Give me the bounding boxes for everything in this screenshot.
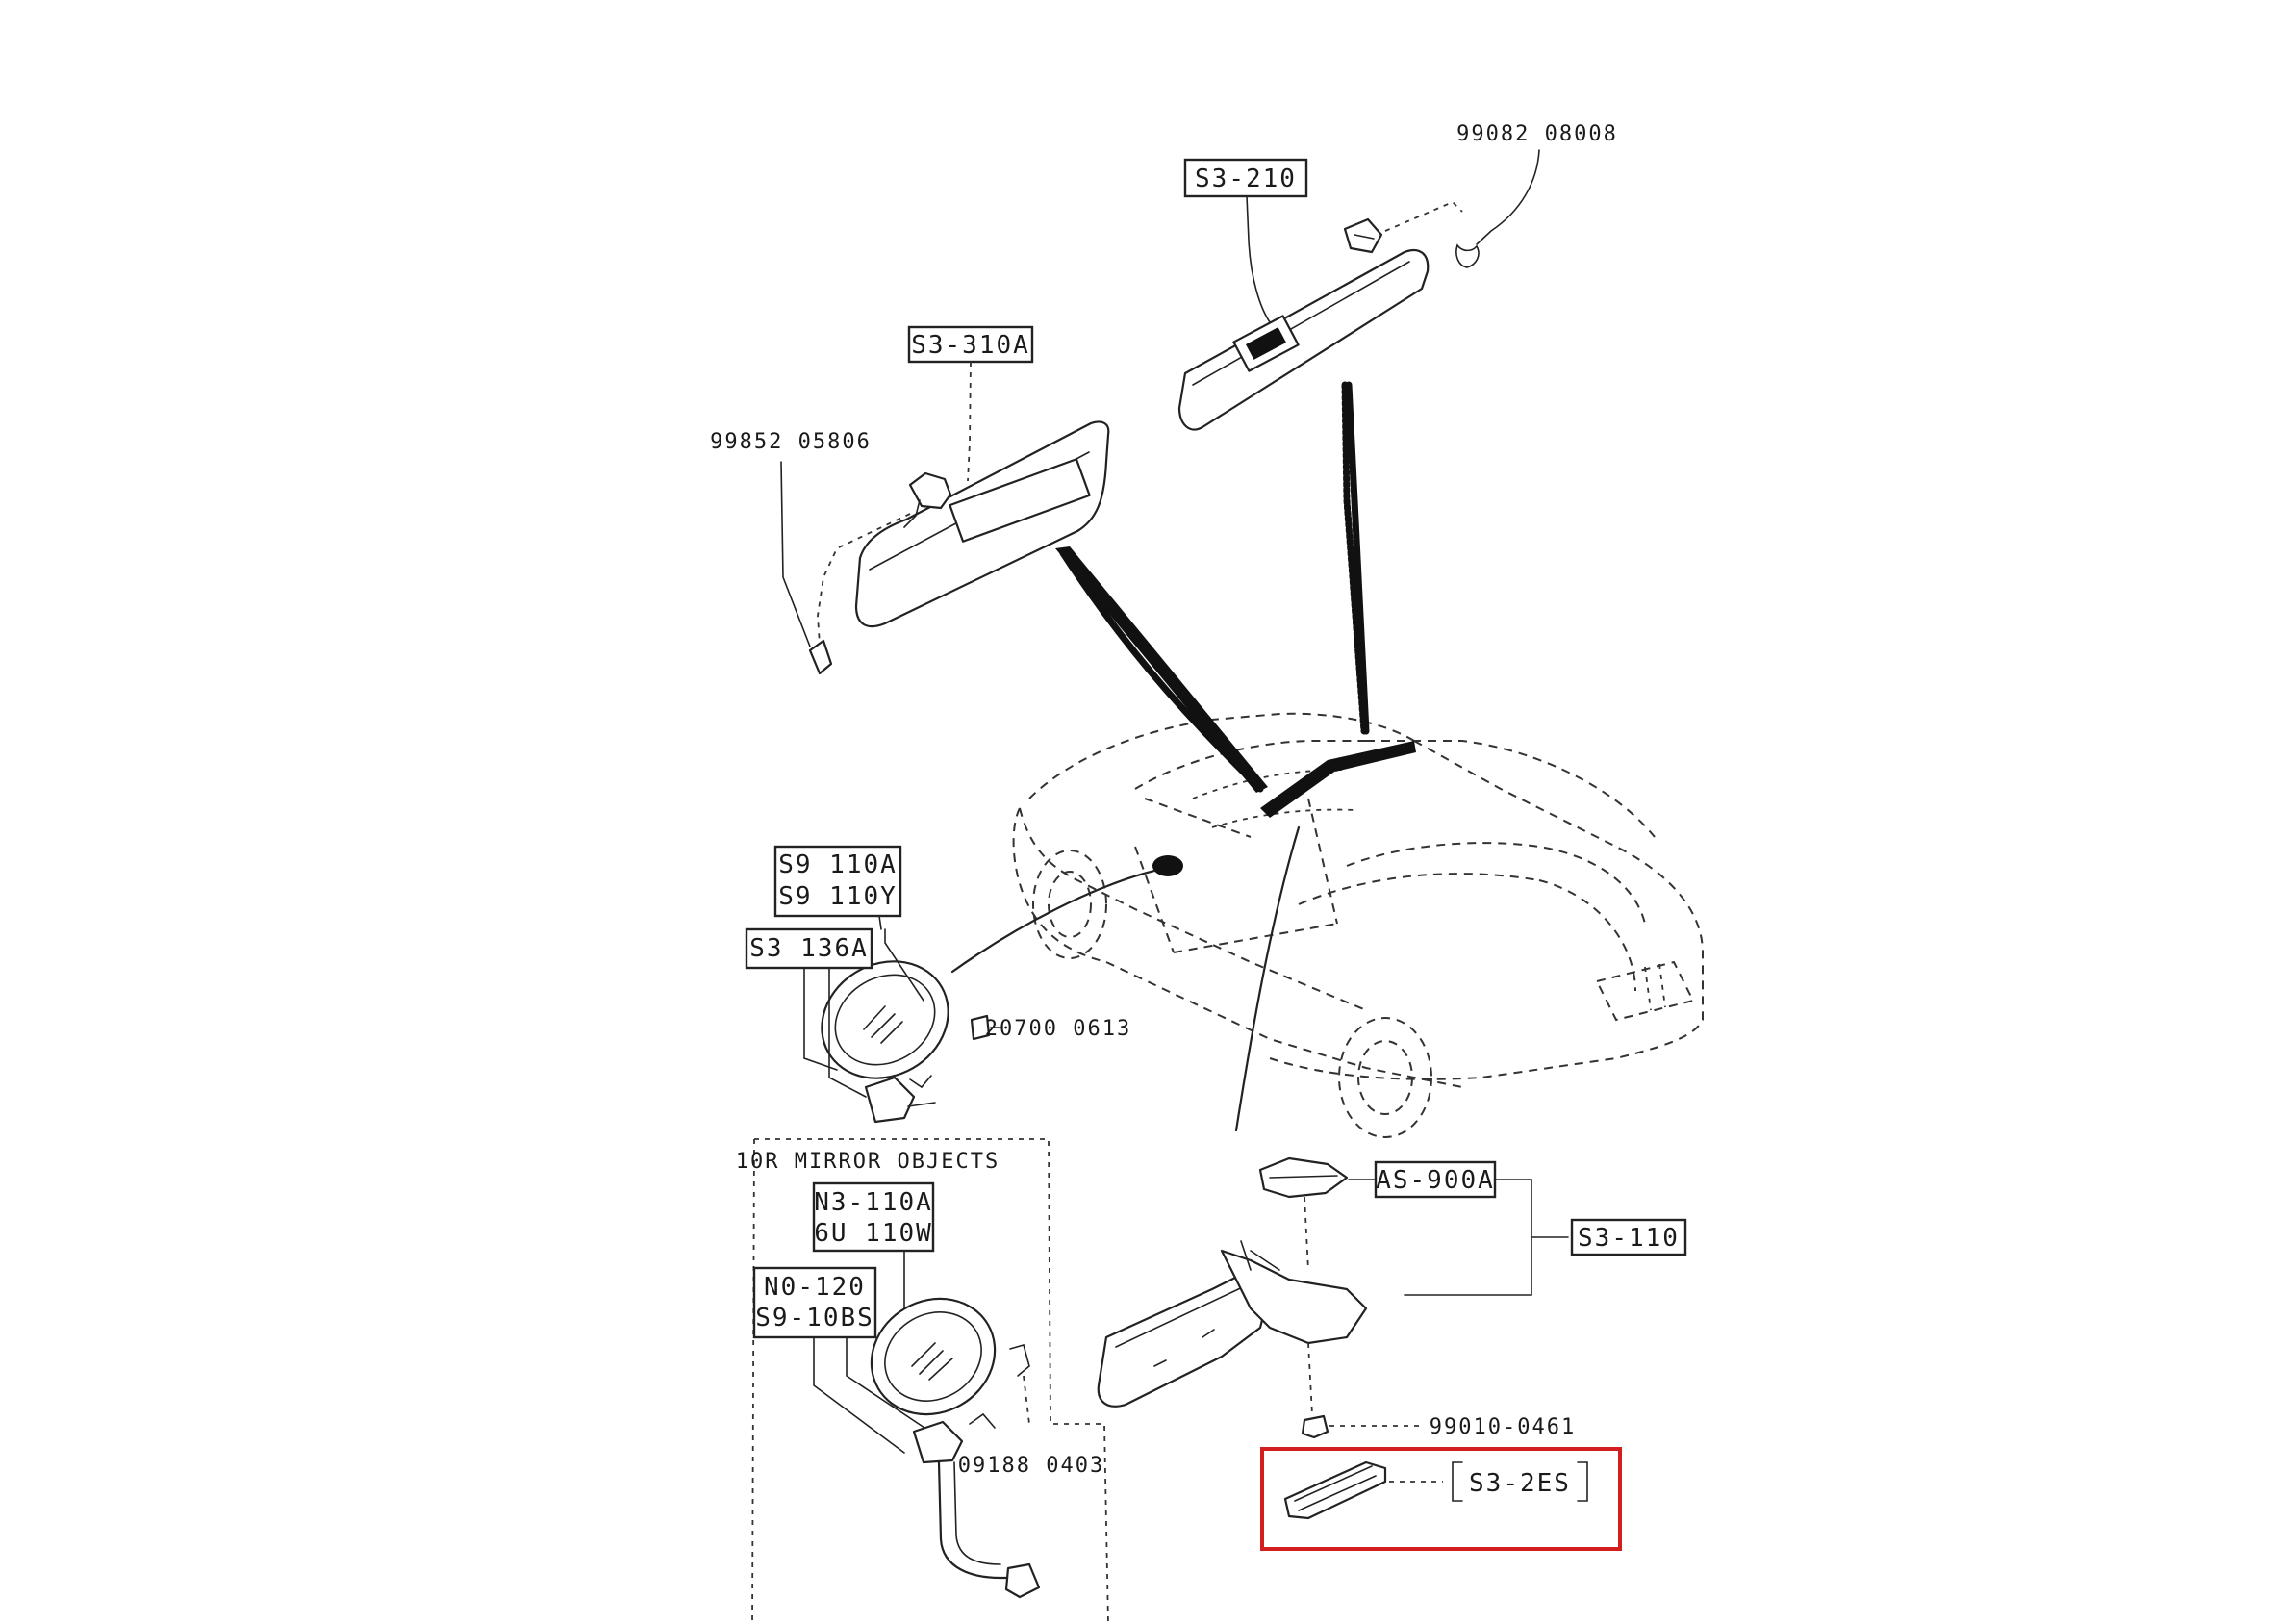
label-highlighted-part-text: S3-2ES [1469,1469,1571,1498]
sun-visor-right [1177,200,1480,431]
inner-mirror [1097,1156,1424,1439]
outer-mirror [821,960,991,1124]
mirror-objects-section: 10R MIRROR OBJECTS N3-110A 6U 110W N0-12… [736,1138,1109,1624]
highlighted-part: S3-2ES [1260,1447,1622,1551]
label-obj-mirror-1-text: N3-110A [814,1188,933,1217]
label-screw-top-right: 99082 08008 [1456,122,1618,245]
label-outer-mirror-screw: 20700 0613 [985,1017,1131,1041]
label-inner-mirror-assy-text: S3-110 [1578,1224,1680,1253]
label-obj-screw-text: 09188 0403 [958,1454,1104,1478]
label-sunvisor-right: S3-210 [1183,158,1308,323]
car-body [1012,712,1704,1138]
label-outer-mirror-2-text: S9 110Y [778,882,898,911]
label-outer-mirror-1-text: S9 110A [778,850,898,879]
section-title-text: 10R MIRROR OBJECTS [736,1150,1000,1174]
label-inner-mirror-screw-text: 99010-0461 [1430,1415,1576,1439]
label-outer-mirror: S9 110A S9 110Y S3 136A [745,845,924,1098]
label-screw-left: 99852 05806 [710,430,872,647]
label-outer-mirror-screw-text: 20700 0613 [985,1017,1131,1041]
label-inner-mirror: AS-900A S3-110 99010-0461 [1348,1160,1687,1439]
label-obj-mirror-2-text: 6U 110W [814,1219,933,1248]
label-obj-glass-2-text: S9-10BS [755,1304,874,1332]
leader-lines [950,381,1370,1132]
sun-visor-left [808,420,1110,675]
label-screw-top-right-text: 99082 08008 [1456,122,1618,146]
label-screw-left-text: 99852 05806 [710,430,872,454]
label-sunvisor-right-text: S3-210 [1195,165,1297,193]
label-sunvisor-left: S3-310A [907,325,1034,482]
label-outer-mirror-glass-text: S3 136A [749,934,869,963]
label-inner-mirror-part-text: AS-900A [1376,1166,1495,1195]
label-obj-glass-1-text: N0-120 [764,1273,866,1302]
highlight-box [1260,1447,1622,1551]
label-sunvisor-left-text: S3-310A [911,331,1030,360]
